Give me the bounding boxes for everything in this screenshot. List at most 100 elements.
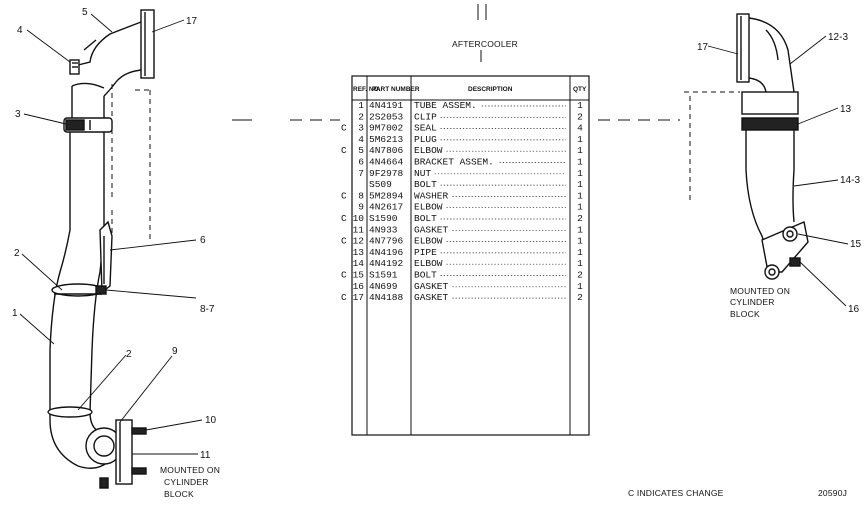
callout-r-15: 15 <box>850 239 862 250</box>
qty: 2 <box>577 213 583 224</box>
qty: 1 <box>577 281 583 292</box>
description: WASHER <box>414 190 449 201</box>
right-mount-line-1: MOUNTED ON <box>730 286 790 296</box>
part-number: S1591 <box>369 270 398 281</box>
description: TUBE ASSEM. <box>414 100 477 111</box>
ref-no: 16 <box>353 281 365 292</box>
qty: 1 <box>577 258 583 269</box>
part-number: 4N2617 <box>369 202 403 213</box>
description: SEAL <box>414 123 437 134</box>
right-assembly <box>684 13 809 280</box>
left-mount-line-2: CYLINDER <box>164 477 209 487</box>
description: BOLT <box>414 213 437 224</box>
part-number: 4N4192 <box>369 258 404 269</box>
callout-2-lower: 2 <box>126 349 132 360</box>
left-callouts: 4 5 17 3 6 2 8-7 1 2 9 10 11 <box>12 7 217 461</box>
ref-no: 8 <box>358 190 364 201</box>
callout-6: 6 <box>200 235 206 246</box>
left-mount-line-1: MOUNTED ON <box>160 465 220 475</box>
change-marker: C <box>341 270 347 281</box>
callout-4: 4 <box>17 25 23 36</box>
qty: 1 <box>577 100 583 111</box>
description: GASKET <box>414 281 449 292</box>
description: ELBOW <box>414 258 443 269</box>
right-leader-lines <box>707 35 849 307</box>
qty: 2 <box>577 111 583 122</box>
callout-1: 1 <box>12 308 18 319</box>
header-description: DESCRIPTION <box>468 86 513 93</box>
qty: 1 <box>577 247 583 258</box>
header-qty: QTY <box>573 86 587 93</box>
callout-11: 11 <box>200 450 211 461</box>
qty: 1 <box>577 202 583 213</box>
qty: 2 <box>577 292 583 303</box>
part-number: 4N933 <box>369 224 398 235</box>
part-number: 4N4191 <box>369 100 404 111</box>
table-row: 14 4N4192 ELBOW 1 <box>353 258 584 269</box>
callout-5: 5 <box>82 7 88 18</box>
ref-no: 14 <box>353 258 365 269</box>
change-note: C INDICATES CHANGE <box>628 488 724 498</box>
left-leader-lines <box>19 13 203 455</box>
description: GASKET <box>414 224 449 235</box>
callout-9: 9 <box>172 346 178 357</box>
left-mount-note: MOUNTED ON CYLINDER BLOCK <box>160 465 220 499</box>
table-row: 1 4N4191 TUBE ASSEM. 1 <box>358 100 583 111</box>
description: ELBOW <box>414 202 443 213</box>
table-row: S509 BOLT 1 <box>369 179 583 190</box>
part-number: 5M2894 <box>369 190 404 201</box>
right-mount-line-3: BLOCK <box>730 309 760 319</box>
callout-r-16: 16 <box>848 304 860 315</box>
callout-8-7: 8-7 <box>200 304 215 315</box>
qty: 1 <box>577 179 583 190</box>
right-mount-line-2: CYLINDER <box>730 297 775 307</box>
left-mount-line-3: BLOCK <box>164 489 194 499</box>
description: BOLT <box>414 270 437 281</box>
ref-no: 1 <box>358 100 364 111</box>
callout-3: 3 <box>15 109 21 120</box>
ref-no: 6 <box>358 157 364 168</box>
diagram-title: AFTERCOOLER <box>452 39 518 49</box>
header-part-number: PART NUMBER <box>372 86 420 93</box>
qty: 1 <box>577 224 583 235</box>
ref-no: 12 <box>353 236 365 247</box>
callout-r-17: 17 <box>697 42 709 53</box>
change-marker: C <box>341 236 347 247</box>
qty: 1 <box>577 157 583 168</box>
ref-no: 9 <box>358 202 364 213</box>
part-number: 4N4188 <box>369 292 404 303</box>
qty: 1 <box>577 190 583 201</box>
change-marker: C <box>341 213 347 224</box>
callout-2-upper: 2 <box>14 248 20 259</box>
table-row: 16 4N699 GASKET 1 <box>353 281 584 292</box>
description: PIPE <box>414 247 437 258</box>
part-number: 4N4196 <box>369 247 404 258</box>
ref-no: 7 <box>358 168 364 179</box>
qty: 4 <box>577 123 583 134</box>
table-row: 9 4N2617 ELBOW 1 <box>358 202 583 213</box>
callout-r-12-3: 12-3 <box>828 32 848 43</box>
part-number: S509 <box>369 179 392 190</box>
part-number: 4N699 <box>369 281 398 292</box>
drawing-id: 20590J <box>818 488 847 498</box>
description: NUT <box>414 168 431 179</box>
ref-no: 15 <box>353 270 365 281</box>
right-mount-note: MOUNTED ON CYLINDER BLOCK <box>730 286 790 319</box>
ref-no: 13 <box>353 247 365 258</box>
part-number: 2S2053 <box>369 111 404 122</box>
change-marker: C <box>341 123 347 134</box>
right-callouts: 17 12-3 13 14-3 15 16 <box>697 32 862 315</box>
change-marker: C <box>341 190 347 201</box>
description: CLIP <box>414 111 437 122</box>
description: BOLT <box>414 179 437 190</box>
